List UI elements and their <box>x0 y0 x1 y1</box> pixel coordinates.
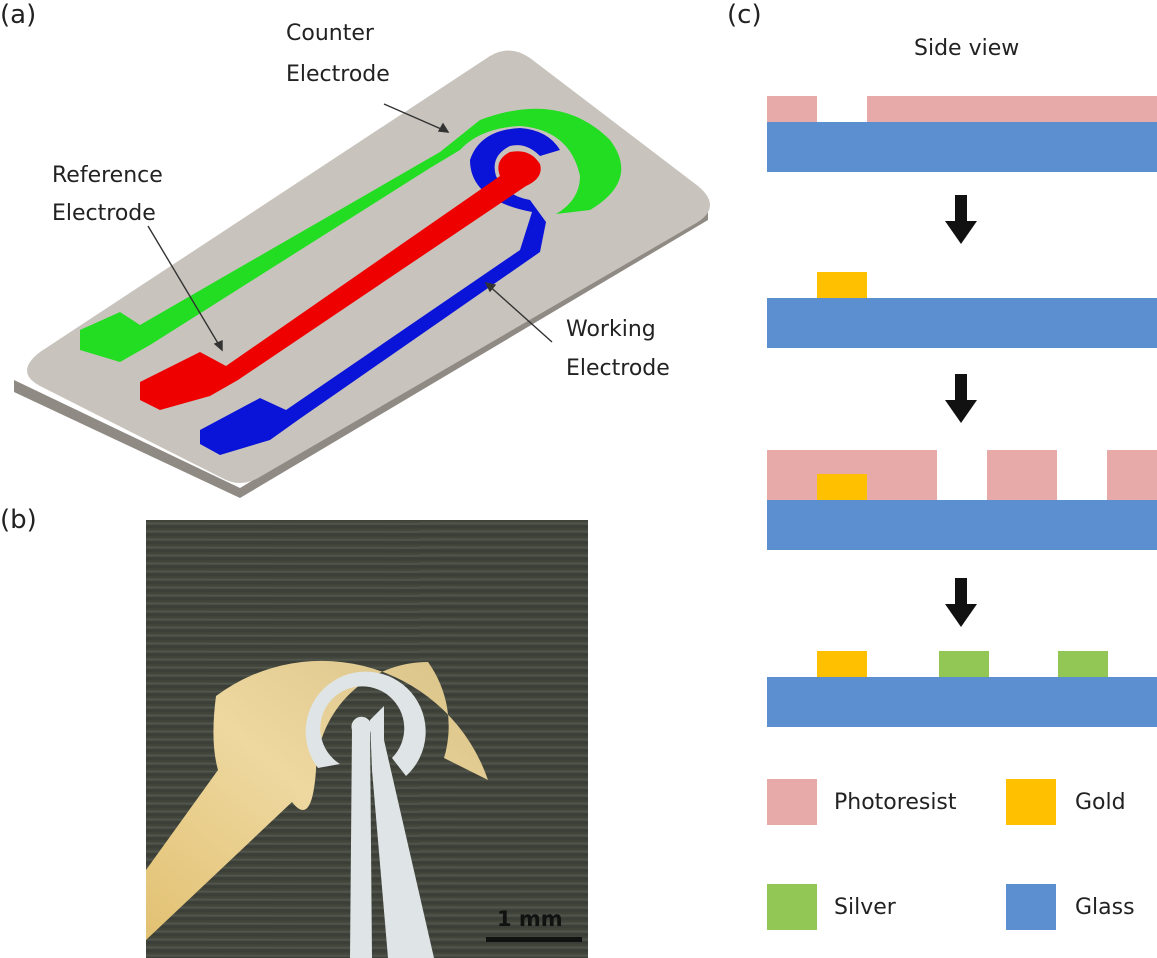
step-1 <box>767 96 1157 172</box>
glass-substrate <box>767 298 1157 348</box>
photo-working-trace <box>370 706 434 958</box>
photoresist-layer <box>767 96 817 122</box>
electrode-3d-illustration <box>14 50 710 498</box>
glass-substrate <box>767 122 1157 172</box>
counter-electrode <box>80 108 622 362</box>
glass-substrate <box>767 677 1157 727</box>
gold-pattern <box>817 474 867 500</box>
annotation-arrows <box>147 103 553 352</box>
working-electrode <box>200 128 560 455</box>
legend-label-silver: Silver <box>834 895 896 920</box>
panel-c-label: (c) <box>727 0 762 30</box>
legend-label-gold: Gold <box>1075 790 1126 815</box>
working-electrode-label-line2: Electrode <box>566 356 670 381</box>
side-view-process <box>767 96 1157 727</box>
photo-working-electrode <box>305 671 426 776</box>
scale-bar-label: 1 mm <box>497 907 563 931</box>
process-arrow <box>945 195 977 244</box>
step-2 <box>767 272 1157 348</box>
process-arrow <box>945 578 977 627</box>
silver-pattern <box>939 651 989 677</box>
gold-pattern <box>817 272 867 298</box>
gold-pattern <box>817 651 867 677</box>
legend-swatch-gold <box>1006 779 1056 825</box>
legend-label-photoresist: Photoresist <box>834 790 957 815</box>
legend-swatch-photoresist <box>767 779 817 825</box>
photoresist-layer <box>867 96 1157 122</box>
panel-a-label: (a) <box>0 0 37 30</box>
reference-electrode <box>140 151 541 410</box>
glass-substrate <box>767 500 1157 550</box>
reference-electrode-label-line1: Reference <box>52 163 163 188</box>
silver-pattern <box>1058 651 1108 677</box>
panel-b-label: (b) <box>0 505 37 535</box>
working-electrode-label-line1: Working <box>566 317 656 342</box>
step-3 <box>767 450 1157 550</box>
scale-bar <box>486 937 582 942</box>
legend-label-glass: Glass <box>1075 895 1135 920</box>
process-arrow <box>945 374 977 423</box>
legend-swatch-glass <box>1006 884 1056 930</box>
reference-electrode-label-line2: Electrode <box>52 201 156 226</box>
photoresist-layer <box>1107 450 1157 500</box>
counter-electrode-label-line1: Counter <box>286 21 374 46</box>
microscope-photo <box>146 520 588 958</box>
step-4 <box>767 651 1157 727</box>
counter-electrode-label-line2: Electrode <box>286 62 390 87</box>
photo-counter-electrode <box>146 660 488 940</box>
legend-swatch-silver <box>767 884 817 930</box>
photo-reference-electrode <box>350 716 372 958</box>
photoresist-layer <box>987 450 1057 500</box>
side-view-title: Side view <box>914 36 1020 61</box>
